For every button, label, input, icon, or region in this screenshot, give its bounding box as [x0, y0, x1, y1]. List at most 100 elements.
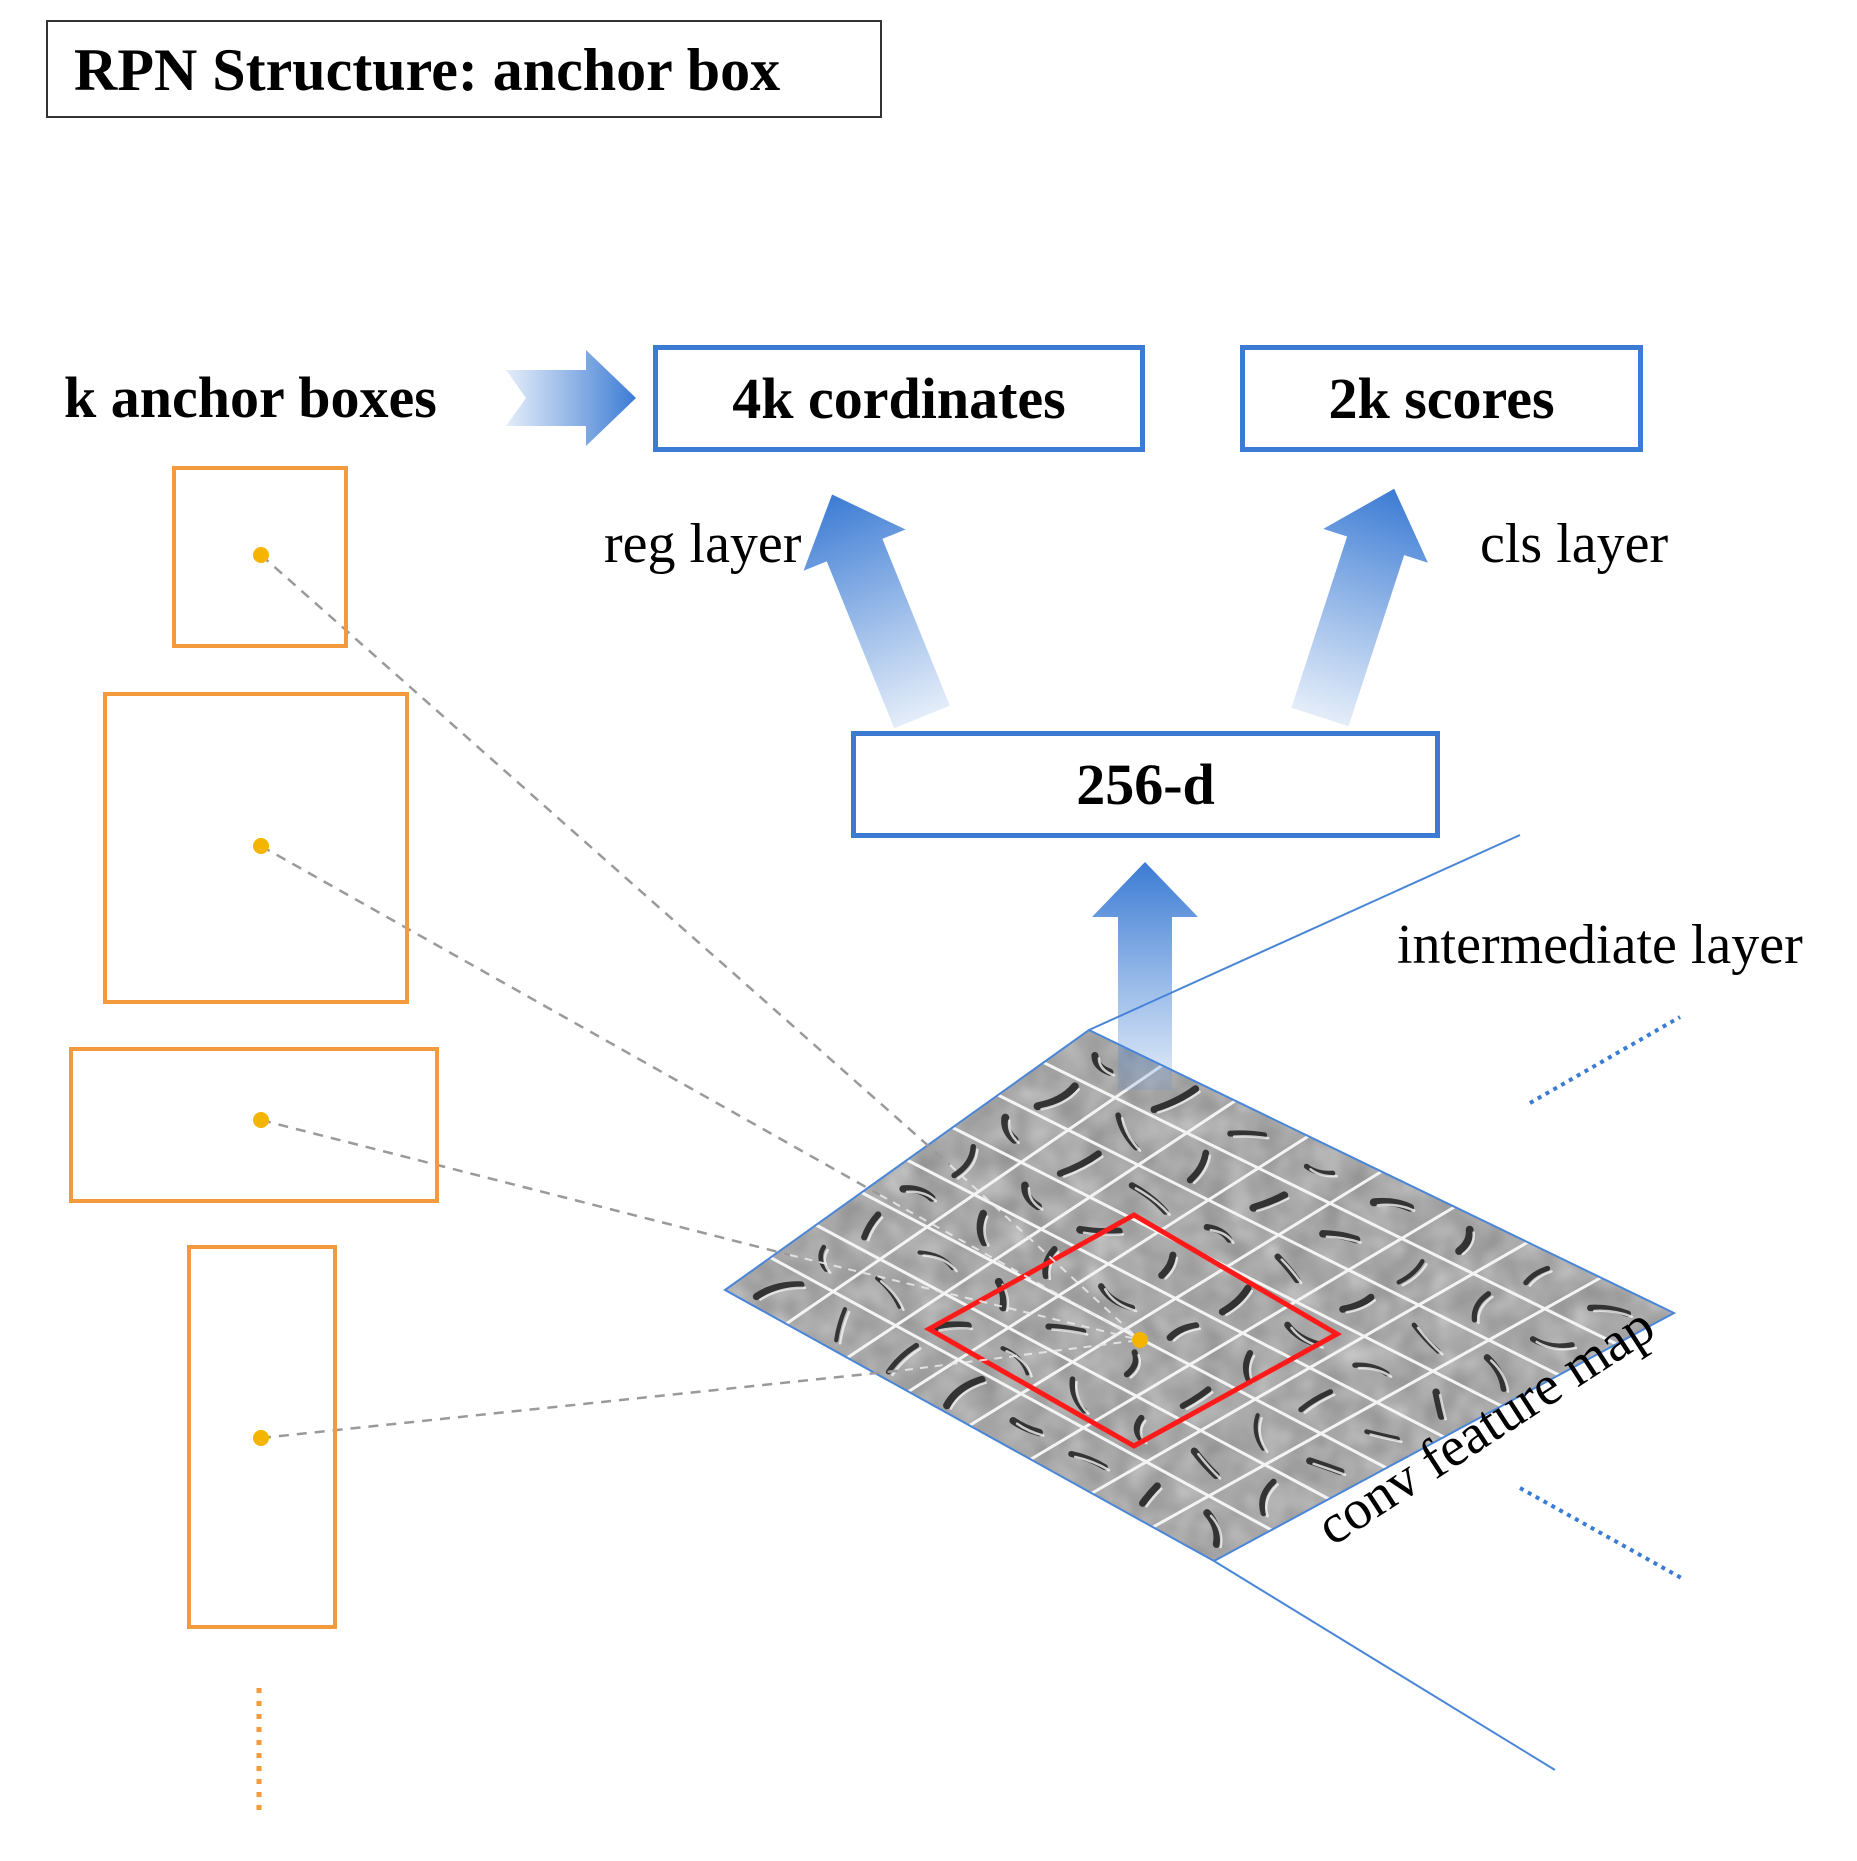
filter-texture [879, 1280, 905, 1311]
filter-texture [943, 1375, 986, 1410]
anchor-connector [260, 554, 951, 1166]
filter-texture [1197, 1452, 1222, 1480]
filter-texture [1139, 1482, 1161, 1507]
filter-texture [866, 1216, 884, 1242]
filter-texture [1185, 1391, 1214, 1411]
filter-texture [1120, 1116, 1142, 1152]
filter-texture [1164, 1256, 1179, 1280]
anchor-center [253, 838, 269, 854]
filter-texture [1312, 1462, 1347, 1477]
filter-texture [931, 1321, 972, 1332]
filter-texture [1303, 1393, 1336, 1414]
filter-texture [752, 1281, 805, 1301]
filter-texture [1357, 1366, 1393, 1378]
filter-texture [1007, 1119, 1020, 1145]
filter-texture [1471, 1291, 1492, 1323]
intermediate-layer-ellipsis-top [1529, 1015, 1681, 1105]
filter-texture [949, 1381, 987, 1410]
filter-texture [976, 1209, 989, 1247]
filter-texture [1232, 1135, 1270, 1140]
sliding-window [923, 1212, 1343, 1449]
feature-map-gridline [1029, 1205, 1456, 1461]
filter-texture [1150, 1085, 1200, 1114]
filter-texture [1489, 1359, 1510, 1393]
filter-texture [1376, 1203, 1416, 1212]
filter-texture [1298, 1389, 1334, 1413]
arrow-feature-to-cls [1291, 488, 1428, 727]
filter-texture [938, 1327, 974, 1332]
filter-texture [1045, 1323, 1087, 1335]
filter-texture [1249, 1191, 1289, 1212]
window-center-point [1132, 1332, 1148, 1348]
filter-texture [1005, 1350, 1033, 1378]
filter-texture [834, 1307, 848, 1343]
filter-texture [838, 1310, 851, 1345]
filter-texture [1103, 1288, 1138, 1313]
filter-texture [1172, 1327, 1202, 1342]
filter-texture [1158, 1251, 1177, 1279]
filter-texture [1051, 1328, 1089, 1336]
filter-texture [1259, 1478, 1277, 1517]
anchor-boxes [69, 466, 439, 1629]
filter-texture [1227, 1130, 1268, 1139]
filter-texture [1209, 1228, 1235, 1244]
anchor-connector [260, 1118, 791, 1257]
intermediate-layer-ellipsis-bottom [1519, 1486, 1686, 1582]
filter-texture [922, 1254, 958, 1273]
intermediate-layer-label: intermediate layer [1397, 914, 1803, 976]
feature-node: 256-d [851, 731, 1440, 838]
filter-texture [1186, 1149, 1210, 1184]
filter-texture [885, 1342, 920, 1375]
filter-texture [1455, 1225, 1474, 1255]
cls-layer-label: cls layer [1480, 513, 1669, 575]
filter-texture [1033, 1082, 1079, 1111]
anchor-boxes-label: k anchor boxes [64, 365, 437, 430]
title-box: RPN Structure: anchor box [46, 20, 882, 118]
anchor-box [187, 1245, 337, 1629]
filter-texture [1192, 1154, 1212, 1185]
filter-texture [1156, 1090, 1201, 1114]
anchor-box [172, 466, 348, 648]
filter-texture [1535, 1340, 1578, 1351]
filter-texture [1133, 1414, 1146, 1444]
filter-texture [1069, 1376, 1088, 1414]
filter-texture [994, 1277, 1008, 1312]
filter-texture [1593, 1309, 1634, 1319]
filter-texture [1364, 1429, 1400, 1442]
filter-texture [861, 1211, 882, 1241]
filter-texture [1528, 1270, 1553, 1287]
filter-texture [1256, 1197, 1290, 1213]
filter-texture [956, 1148, 979, 1180]
filter-texture [1209, 1514, 1223, 1549]
anchor-connector [260, 1368, 906, 1440]
filter-texture [1587, 1304, 1632, 1317]
filter-texture [1264, 1483, 1279, 1518]
anchor-center [253, 1430, 269, 1446]
arrow-feature-to-reg [803, 494, 950, 729]
filter-texture [1015, 1422, 1045, 1437]
feature-map-gridline [968, 1170, 1383, 1427]
filter-texture [1056, 1150, 1102, 1177]
reg-layer-label: reg layer [604, 513, 802, 575]
anchor-center [253, 547, 269, 563]
filter-texture [1062, 1155, 1104, 1178]
filter-texture [823, 1248, 832, 1274]
anchor-center [253, 1112, 269, 1128]
anchor-connector-inner [949, 1164, 1141, 1341]
filter-texture [1258, 1416, 1269, 1453]
filter-texture [1166, 1322, 1200, 1341]
anchor-connector-inner [879, 1194, 1141, 1341]
anchor-connector-inner [904, 1339, 1141, 1371]
coordinates-node: 4k cordinates [653, 345, 1145, 452]
filter-texture [1280, 1258, 1303, 1285]
feature-map-gridline [1091, 1240, 1529, 1495]
filter-texture [1129, 1353, 1142, 1379]
filter-texture [1048, 1250, 1060, 1281]
filter-texture [1123, 1349, 1139, 1378]
filter-texture [951, 1143, 977, 1179]
diagram-title: RPN Structure: anchor box [74, 37, 781, 103]
filter-texture [1416, 1326, 1444, 1356]
filter-texture [1225, 1289, 1254, 1317]
